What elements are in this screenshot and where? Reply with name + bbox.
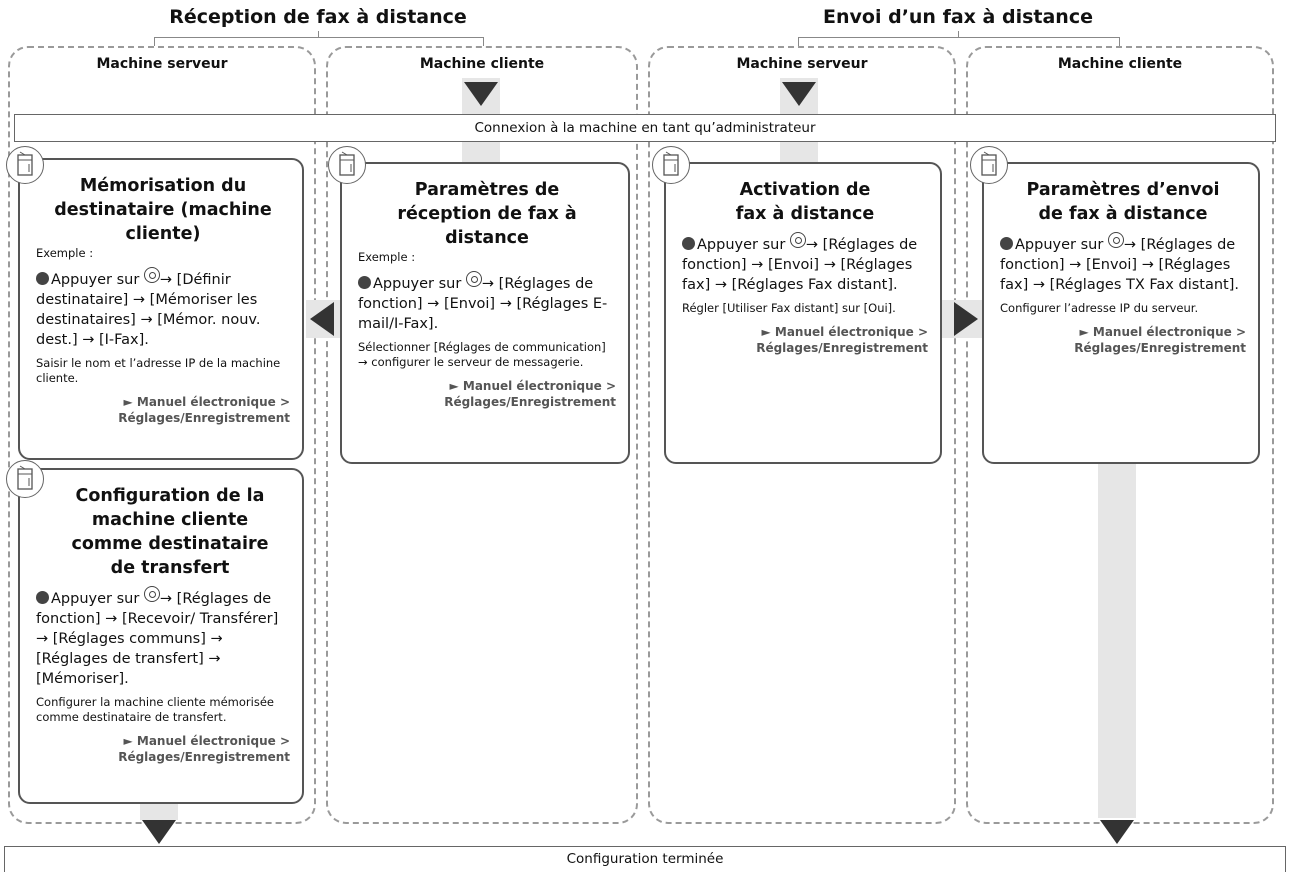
arrow-down-final-right [1100,820,1134,844]
box5-step-pre: Appuyer sur [1015,237,1104,253]
box-configuration-transfert: Configuration de la machine cliente comm… [18,468,304,804]
box-parametres-reception: Paramètres de réception de fax à distanc… [340,162,630,464]
box2-step-post: → [Réglages de fonction] → [Recevoir/ Tr… [36,591,279,687]
bracket-reception [154,37,484,46]
box3-note: Sélectionner [Réglages de communication]… [358,340,606,369]
bracket-envoi [798,37,1120,46]
box-activation-fax-distance: Activation de fax à distance Appuyer sur… [664,162,942,464]
arrow-down-client-top [464,82,498,106]
box2-step-pre: Appuyer sur [51,591,140,607]
group-title-envoi: Envoi d’un fax à distance [823,6,1093,28]
bullet-icon [36,272,49,285]
bar-admin-login: Connexion à la machine en tant qu’admini… [14,114,1276,142]
box2-title: Configuration de la machine cliente comm… [71,486,269,578]
box4-step-pre: Appuyer sur [697,237,786,253]
box3-example: Exemple : [358,250,416,264]
flow-band-final-right [1098,460,1136,818]
box3-step-post: → [Réglages de fonction] → [Envoi] → [Ré… [358,276,608,332]
home-button-icon [143,267,160,283]
box3-step-pre: Appuyer sur [373,276,462,292]
printer-icon [6,460,44,498]
bullet-icon [1000,237,1013,250]
box1-step-pre: Appuyer sur [51,272,140,288]
arrow-down-final-left [142,820,176,844]
arrow-right [954,302,978,336]
home-button-icon [789,232,806,248]
box1-note: Saisir le nom et l’adresse IP de la mach… [36,356,281,385]
box4-step: Appuyer sur → [Réglages de fonction] → [… [682,232,928,295]
box1-example: Exemple : [36,246,94,260]
bracket-reception-stem [318,31,319,37]
column-reception-client [326,46,638,824]
column-title-4: Machine cliente [1057,56,1183,72]
home-button-icon [143,586,160,602]
bullet-icon [36,591,49,604]
printer-icon [328,146,366,184]
box5-title: Paramètres d’envoi de fax à distance [1026,180,1220,224]
arrow-left [310,302,334,336]
bullet-icon [682,237,695,250]
box5-step-post: → [Réglages de fonction] → [Envoi] → [Ré… [1000,237,1239,293]
box4-title: Activation de fax à distance [735,180,875,224]
box4-step-post: → [Réglages de fonction] → [Envoi] → [Ré… [682,237,918,293]
box5-manual-ref: ► Manuel électronique > Réglages/Enregis… [1074,325,1246,355]
column-title-1: Machine serveur [96,56,228,72]
column-title-3: Machine serveur [736,56,868,72]
box-memorisation-destinataire: Mémorisation du destinataire (machine cl… [18,158,304,460]
box5-note: Configurer l’adresse IP du serveur. [1000,301,1199,315]
arrow-down-server-top [782,82,816,106]
box2-note: Configurer la machine cliente mémorisée … [36,695,274,724]
box1-title: Mémorisation du destinataire (machine cl… [54,176,272,244]
box2-step: Appuyer sur → [Réglages de fonction] → [… [36,586,290,689]
printer-icon [970,146,1008,184]
home-button-icon [1107,232,1124,248]
box5-step: Appuyer sur → [Réglages de fonction] → [… [1000,232,1246,295]
printer-icon [6,146,44,184]
box-parametres-envoi: Paramètres d’envoi de fax à distance App… [982,162,1260,464]
box4-manual-ref: ► Manuel électronique > Réglages/Enregis… [756,325,928,355]
bracket-envoi-stem [958,31,959,37]
home-button-icon [465,271,482,287]
bar-configuration-terminee: Configuration terminée [4,846,1286,872]
box2-manual-ref: ► Manuel électronique > Réglages/Enregis… [118,734,290,764]
box1-manual-ref: ► Manuel électronique > Réglages/Enregis… [118,395,290,425]
box3-step: Appuyer sur → [Réglages de fonction] → [… [358,271,616,334]
column-envoi-server [648,46,956,824]
group-title-reception: Réception de fax à distance [169,6,467,28]
box1-step: Appuyer sur → [Définir destinataire] → [… [36,267,290,350]
box3-manual-ref: ► Manuel électronique > Réglages/Enregis… [444,379,616,409]
box1-step-post: → [Définir destinataire] → [Mémoriser le… [36,272,261,348]
box3-title: Paramètres de réception de fax à distanc… [397,180,577,248]
box4-note: Régler [Utiliser Fax distant] sur [Oui]. [682,301,896,315]
column-title-2: Machine cliente [419,56,545,72]
printer-icon [652,146,690,184]
bullet-icon [358,276,371,289]
